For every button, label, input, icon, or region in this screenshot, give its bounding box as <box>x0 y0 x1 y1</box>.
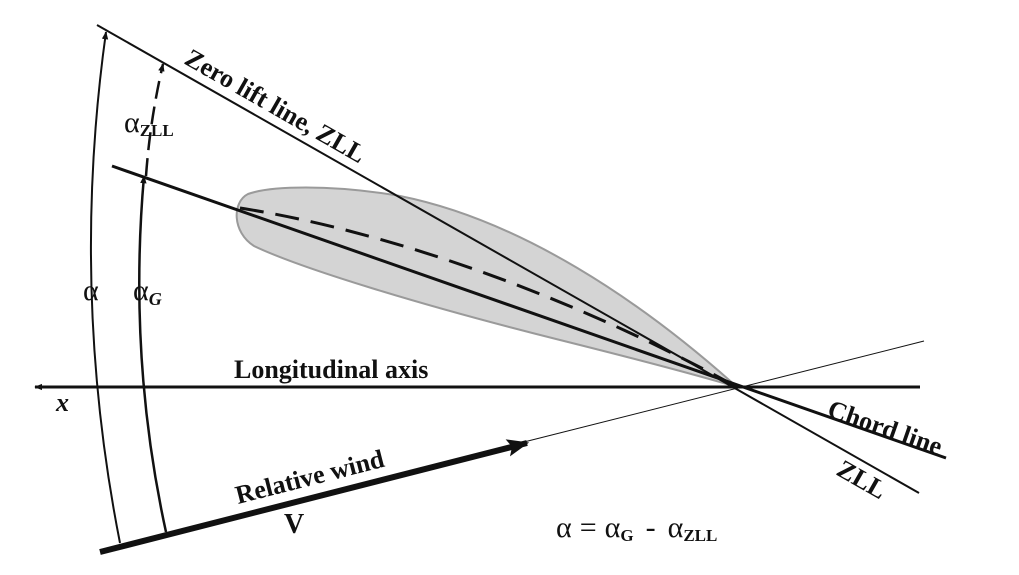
mean-camber-line <box>239 206 738 389</box>
alpha-label: α <box>83 274 99 307</box>
alpha-formula: α=αG-αZLL <box>556 511 717 545</box>
relative-wind-arrow <box>99 439 530 555</box>
chord-line <box>111 164 947 460</box>
airfoil <box>235 186 738 388</box>
relative-wind-extension <box>519 340 925 444</box>
alpha-g-label: αG <box>133 274 162 309</box>
alpha-arc <box>89 31 121 544</box>
chord-line-label: Chord line <box>824 394 946 461</box>
zero-lift-line-label: Zero lift line, ZLL <box>180 43 371 169</box>
alpha-zll-label: αZLL <box>124 106 174 140</box>
alpha-zll-arc <box>144 63 165 177</box>
x-axis-label: x <box>55 388 69 417</box>
longitudinal-axis-label: Longitudinal axis <box>234 355 428 384</box>
zll-short-label: ZLL <box>832 454 892 505</box>
velocity-label: V <box>284 509 304 540</box>
zero-lift-line <box>96 24 920 494</box>
alpha-g-arc <box>138 175 168 533</box>
